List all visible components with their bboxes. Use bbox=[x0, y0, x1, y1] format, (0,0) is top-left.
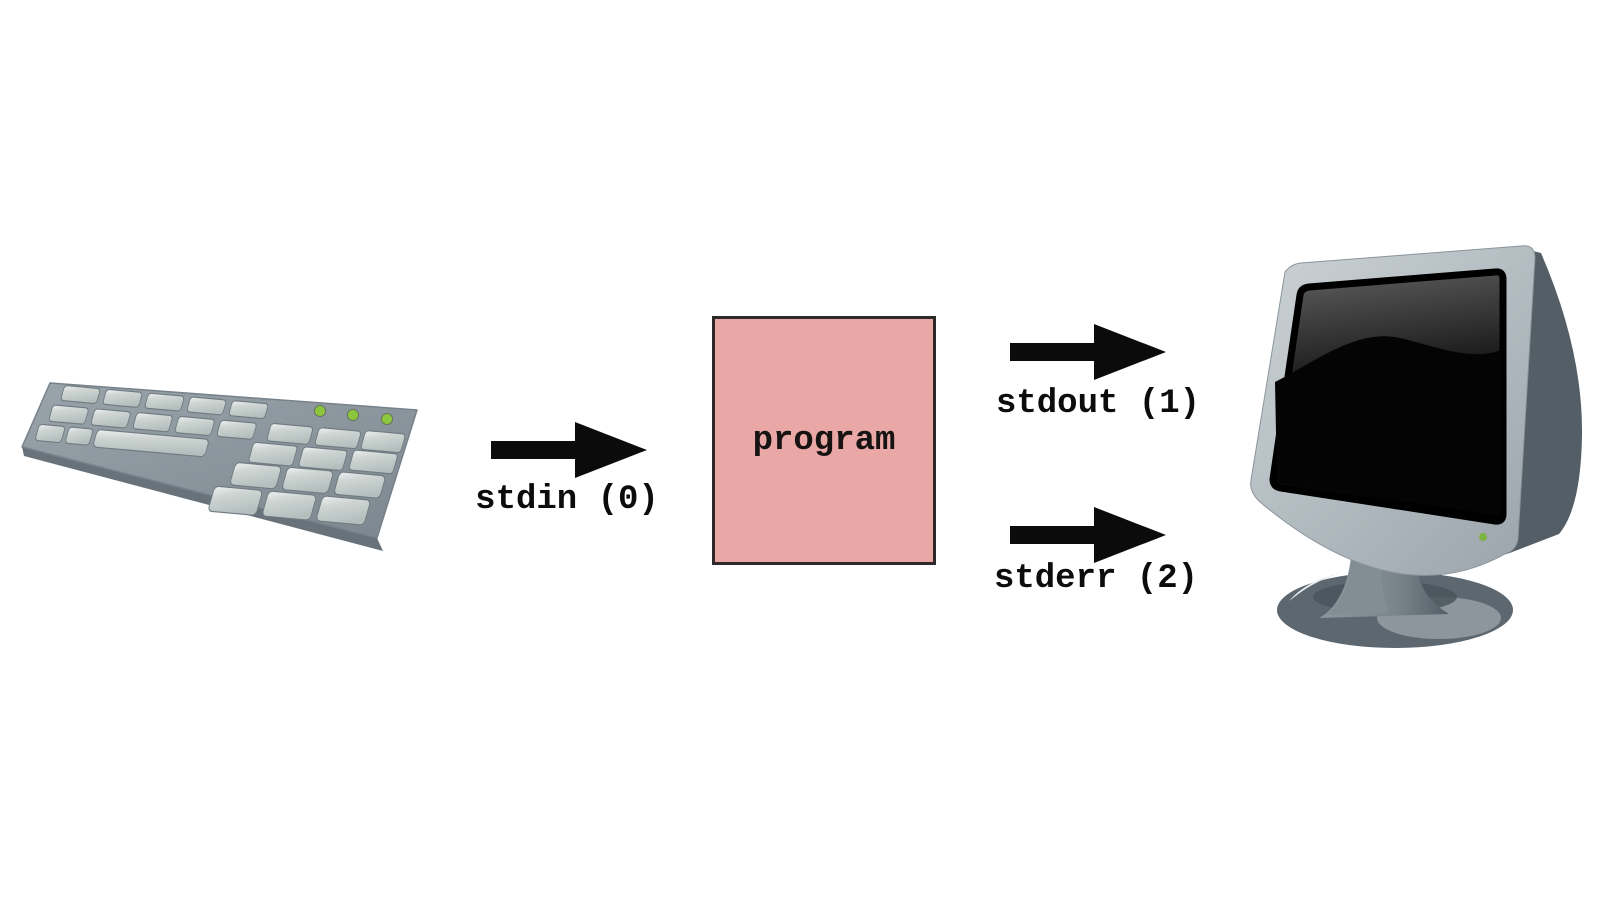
monitor-icon bbox=[1250, 245, 1583, 648]
keyboard-keys bbox=[35, 385, 406, 526]
program-label: program bbox=[752, 421, 896, 460]
keyboard-led-icons bbox=[314, 405, 393, 425]
stderr-arrow-icon bbox=[1010, 507, 1166, 563]
spacebar-key bbox=[93, 429, 209, 458]
monitor-screen bbox=[1269, 268, 1507, 525]
program-box: program bbox=[712, 316, 936, 565]
stdin-label: stdin (0) bbox=[475, 481, 659, 519]
power-led-icon bbox=[1479, 533, 1487, 541]
stderr-label: stderr (2) bbox=[993, 560, 1199, 598]
keyboard-icon bbox=[21, 382, 418, 551]
stdin-arrow-icon bbox=[491, 422, 647, 478]
stdout-label: stdout (1) bbox=[995, 385, 1201, 423]
stdout-arrow-icon bbox=[1010, 324, 1166, 380]
